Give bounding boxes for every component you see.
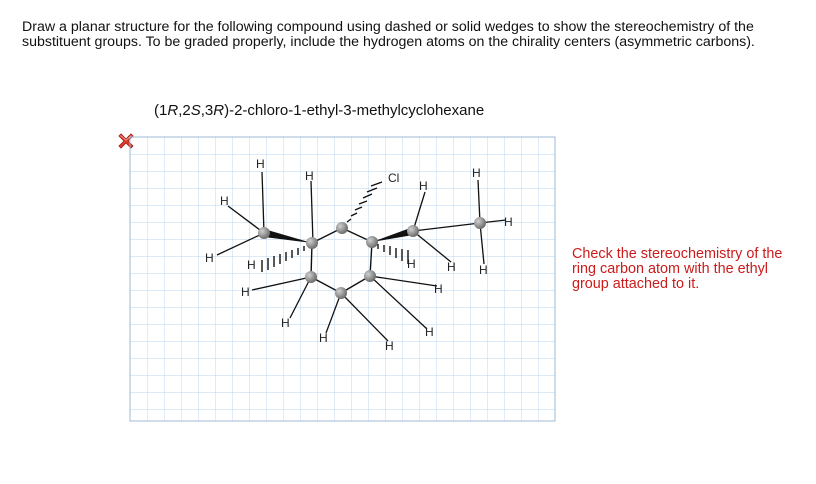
wedge-bond-methyl	[264, 229, 312, 243]
atom-nodes	[258, 217, 486, 299]
compound-name-sep1: ,2	[178, 102, 191, 119]
atom-label-h-top-left: H	[256, 157, 265, 171]
hash-bond-right-h	[377, 244, 409, 264]
compound-name-sep2: ,3	[200, 102, 214, 119]
atom-label-h-left-lower: H	[241, 285, 250, 299]
atom-label-h-right-low: H	[425, 325, 434, 339]
feedback-message: Check the stereochemistry of the ring ca…	[572, 246, 783, 292]
compound-name-rest: )-2-chloro-1-ethyl-3-methylcyclohexane	[224, 102, 485, 119]
compound-descriptor-s: S	[190, 102, 201, 119]
atom-label-h-right-top: H	[419, 179, 428, 193]
compound-name-open: (1	[154, 102, 168, 119]
atom-label-h-top-mid: H	[305, 169, 314, 183]
atom-label-h-ethyl-top: H	[472, 166, 481, 180]
wedge-bond-ethyl	[372, 227, 413, 242]
atom-label-h-ethyl-side: H	[504, 215, 513, 229]
substituent-bonds	[216, 171, 507, 342]
atom-label-h-left-side: H	[205, 251, 214, 265]
atom-label-h-bottom-left: H	[281, 316, 290, 330]
atom-label-h-ethyl-low: H	[479, 263, 488, 277]
atom-label-h-bottom-right: H	[385, 339, 394, 353]
atom-label-h-right-mid: H	[434, 282, 443, 296]
atom-label-h-bottom-mid: H	[319, 331, 328, 345]
atom-label-h-hash-left: H	[247, 258, 256, 272]
atom-label-h-ethyl-bottom: H	[447, 260, 456, 274]
question-instructions: Draw a planar structure for the followin…	[22, 19, 755, 50]
atom-label-h-hash-right: H	[407, 257, 416, 271]
atom-label-h-left-upper: H	[220, 194, 229, 208]
compound-descriptor-r1: R	[167, 102, 179, 119]
drawing-grid[interactable]	[129, 136, 556, 422]
atom-label-cl: Cl	[388, 171, 399, 185]
compound-name: (1R,2S,3R)-2-chloro-1-ethyl-3-methylcycl…	[154, 102, 484, 119]
hash-bond-left-h	[261, 246, 305, 272]
compound-descriptor-r2: R	[213, 102, 225, 119]
